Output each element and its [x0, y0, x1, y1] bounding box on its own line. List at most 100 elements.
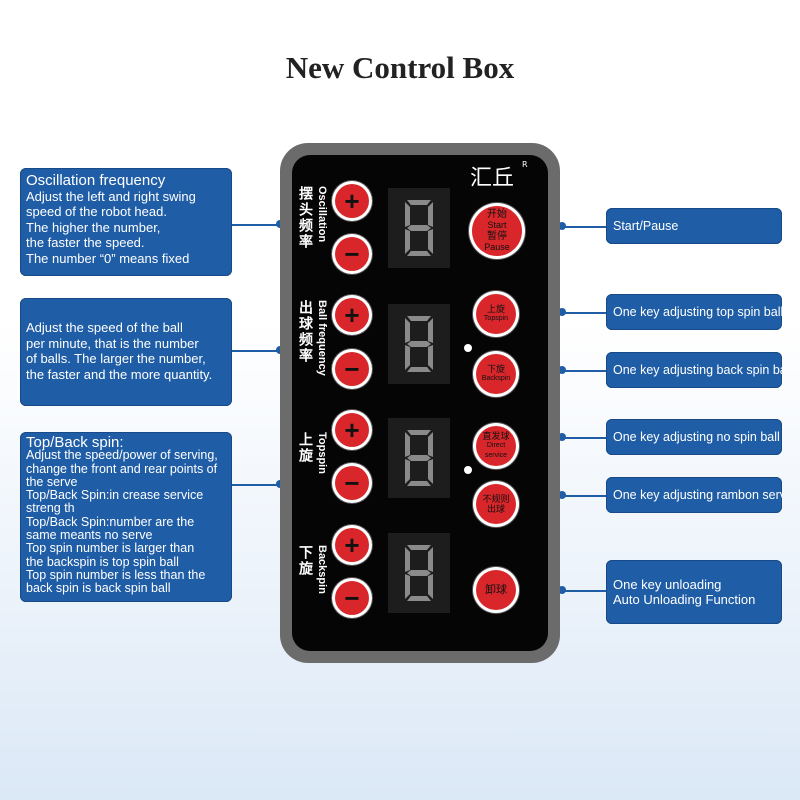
indicator-light [464, 466, 472, 474]
label-backspin-cn: 下旋 [298, 545, 314, 577]
start-pause-button[interactable]: 开始 Start 暂停 Pause [472, 206, 522, 256]
connector-line [232, 484, 280, 486]
pause-label-cn: 暂停 [487, 231, 507, 242]
brand-logo: 汇丘 R [470, 160, 530, 191]
callout-no-spin: One key adjusting no spin ball [606, 419, 782, 455]
callout-line: Adjust the speed/power of serving, [26, 448, 218, 463]
no-spin-preset-en: Direct service [484, 442, 508, 459]
no-spin-preset-cn: 直发球 [482, 431, 510, 441]
backspin-plus-button[interactable]: + [335, 528, 369, 562]
callout-line: change the front and rear points of [26, 461, 218, 476]
topspin-plus-button[interactable]: + [335, 413, 369, 447]
callout-line: The number “0” means fixed [26, 250, 190, 266]
topspin-display [388, 418, 450, 498]
callout-line: speed of the robot head. [26, 204, 167, 220]
callout-line: streng th [26, 501, 75, 516]
callout-line: Start/Pause [613, 219, 679, 233]
callout-line: Top/Back Spin:number are the [26, 514, 195, 529]
topspin-preset-cn: 上旋 [486, 304, 505, 314]
ball-frequency-display [388, 304, 450, 384]
callout-line: per minute, that is the number [26, 335, 199, 351]
callout-line: Adjust the left and right swing [26, 188, 196, 204]
random-serve-button[interactable]: 不规则 出球 [476, 484, 516, 524]
connector-line [562, 495, 608, 497]
seven-segment-digit [405, 545, 433, 601]
label-ball-frequency: 出球频率 Ball frequency [296, 300, 332, 396]
connector-line [562, 437, 608, 439]
label-topspin-cn: 上旋 [298, 432, 314, 464]
connector-line [562, 226, 608, 228]
oscillation-minus-button[interactable]: − [335, 237, 369, 271]
callout-line: back spin is back spin ball [26, 581, 171, 596]
callout-line: of balls. The larger the number, [26, 351, 206, 367]
callout-line: One key unloading [613, 577, 722, 592]
seven-segment-digit [405, 430, 433, 486]
label-oscillation-cn: 摆头频率 [298, 186, 314, 250]
connector-line [562, 312, 608, 314]
label-oscillation-en: Oscillation [316, 186, 328, 243]
callout-start-pause: Start/Pause [606, 208, 782, 244]
ball-frequency-minus-button[interactable]: − [335, 352, 369, 386]
callout-line: the backspin is top spin ball [26, 554, 179, 569]
registered-mark: R [522, 160, 528, 169]
label-topspin-en: Topspin [316, 432, 328, 474]
callout-line: the faster the speed. [26, 235, 145, 251]
callout-topspin: One key adjusting top spin ball [606, 294, 782, 330]
seven-segment-digit [405, 200, 433, 256]
backspin-preset-cn: 下旋 [486, 364, 505, 374]
callout-line: Oscillation frequency [26, 172, 166, 189]
brand-logo-text: 汇丘 [470, 166, 515, 191]
callout-spin: Top/Back spin: Adjust the speed/power of… [20, 432, 232, 602]
callout-line: One key adjusting back spin ball [613, 363, 782, 377]
label-backspin-en: Backspin [316, 545, 328, 594]
callout-line: Auto Unloading Function [613, 592, 756, 607]
callout-line: Top spin number is less than the [26, 567, 206, 582]
callout-line: Top/Back spin: [26, 434, 124, 451]
oscillation-display [388, 188, 450, 268]
callout-line: The higher the number, [26, 219, 161, 235]
unload-label: 卸球 [485, 584, 507, 596]
unload-button[interactable]: 卸球 [476, 570, 516, 610]
callout-backspin: One key adjusting back spin ball [606, 352, 782, 388]
indicator-light [464, 344, 472, 352]
backspin-preset-en: Backspin [481, 375, 511, 382]
no-spin-preset-button[interactable]: 直发球 Direct service [476, 426, 516, 466]
backspin-minus-button[interactable]: − [335, 581, 369, 615]
random-serve-cn-2: 出球 [486, 504, 505, 514]
page-title: New Control Box [285, 50, 515, 85]
random-serve-cn: 不规则 [482, 494, 510, 504]
ball-frequency-plus-button[interactable]: + [335, 298, 369, 332]
label-ball-frequency-en: Ball frequency [316, 300, 328, 376]
callout-ball-frequency: Adjust the speed of the ball per minute,… [20, 298, 232, 406]
backspin-display [388, 533, 450, 613]
oscillation-plus-button[interactable]: + [335, 184, 369, 218]
label-ball-frequency-cn: 出球频率 [298, 300, 314, 364]
callout-line: One key adjusting rambon serving [613, 488, 782, 502]
connector-line [562, 370, 608, 372]
callout-line: Top spin number is larger than [26, 541, 195, 556]
callout-line: same meants no serve [26, 528, 153, 543]
start-label-cn: 开始 [487, 209, 507, 220]
callout-line: the serve [26, 474, 78, 489]
backspin-preset-button[interactable]: 下旋 Backspin [476, 354, 516, 394]
callout-unload: One key unloading Auto Unloading Functio… [606, 560, 782, 624]
callout-random: One key adjusting rambon serving [606, 477, 782, 513]
topspin-minus-button[interactable]: − [335, 466, 369, 500]
callout-line: One key adjusting no spin ball [613, 430, 780, 444]
topspin-preset-en: Topspin [483, 315, 509, 322]
connector-line [232, 224, 280, 226]
callout-line: Adjust the speed of the ball [26, 320, 183, 335]
callout-line: One key adjusting top spin ball [613, 305, 782, 319]
label-topspin: 上旋 Topspin [296, 432, 332, 492]
label-oscillation: 摆头频率 Oscillation [296, 186, 332, 276]
connector-line [562, 590, 608, 592]
start-label-en: Start [487, 220, 507, 230]
topspin-preset-button[interactable]: 上旋 Topspin [476, 294, 516, 334]
seven-segment-digit [405, 316, 433, 372]
callout-oscillation: Oscillation frequency Adjust the left an… [20, 168, 232, 276]
label-backspin: 下旋 Backspin [296, 545, 332, 611]
connector-line [232, 350, 280, 352]
callout-line: the faster and the more quantity. [26, 366, 213, 382]
pause-label-en: Pause [484, 242, 510, 252]
callout-line: Top/Back Spin:in crease service [26, 488, 204, 503]
